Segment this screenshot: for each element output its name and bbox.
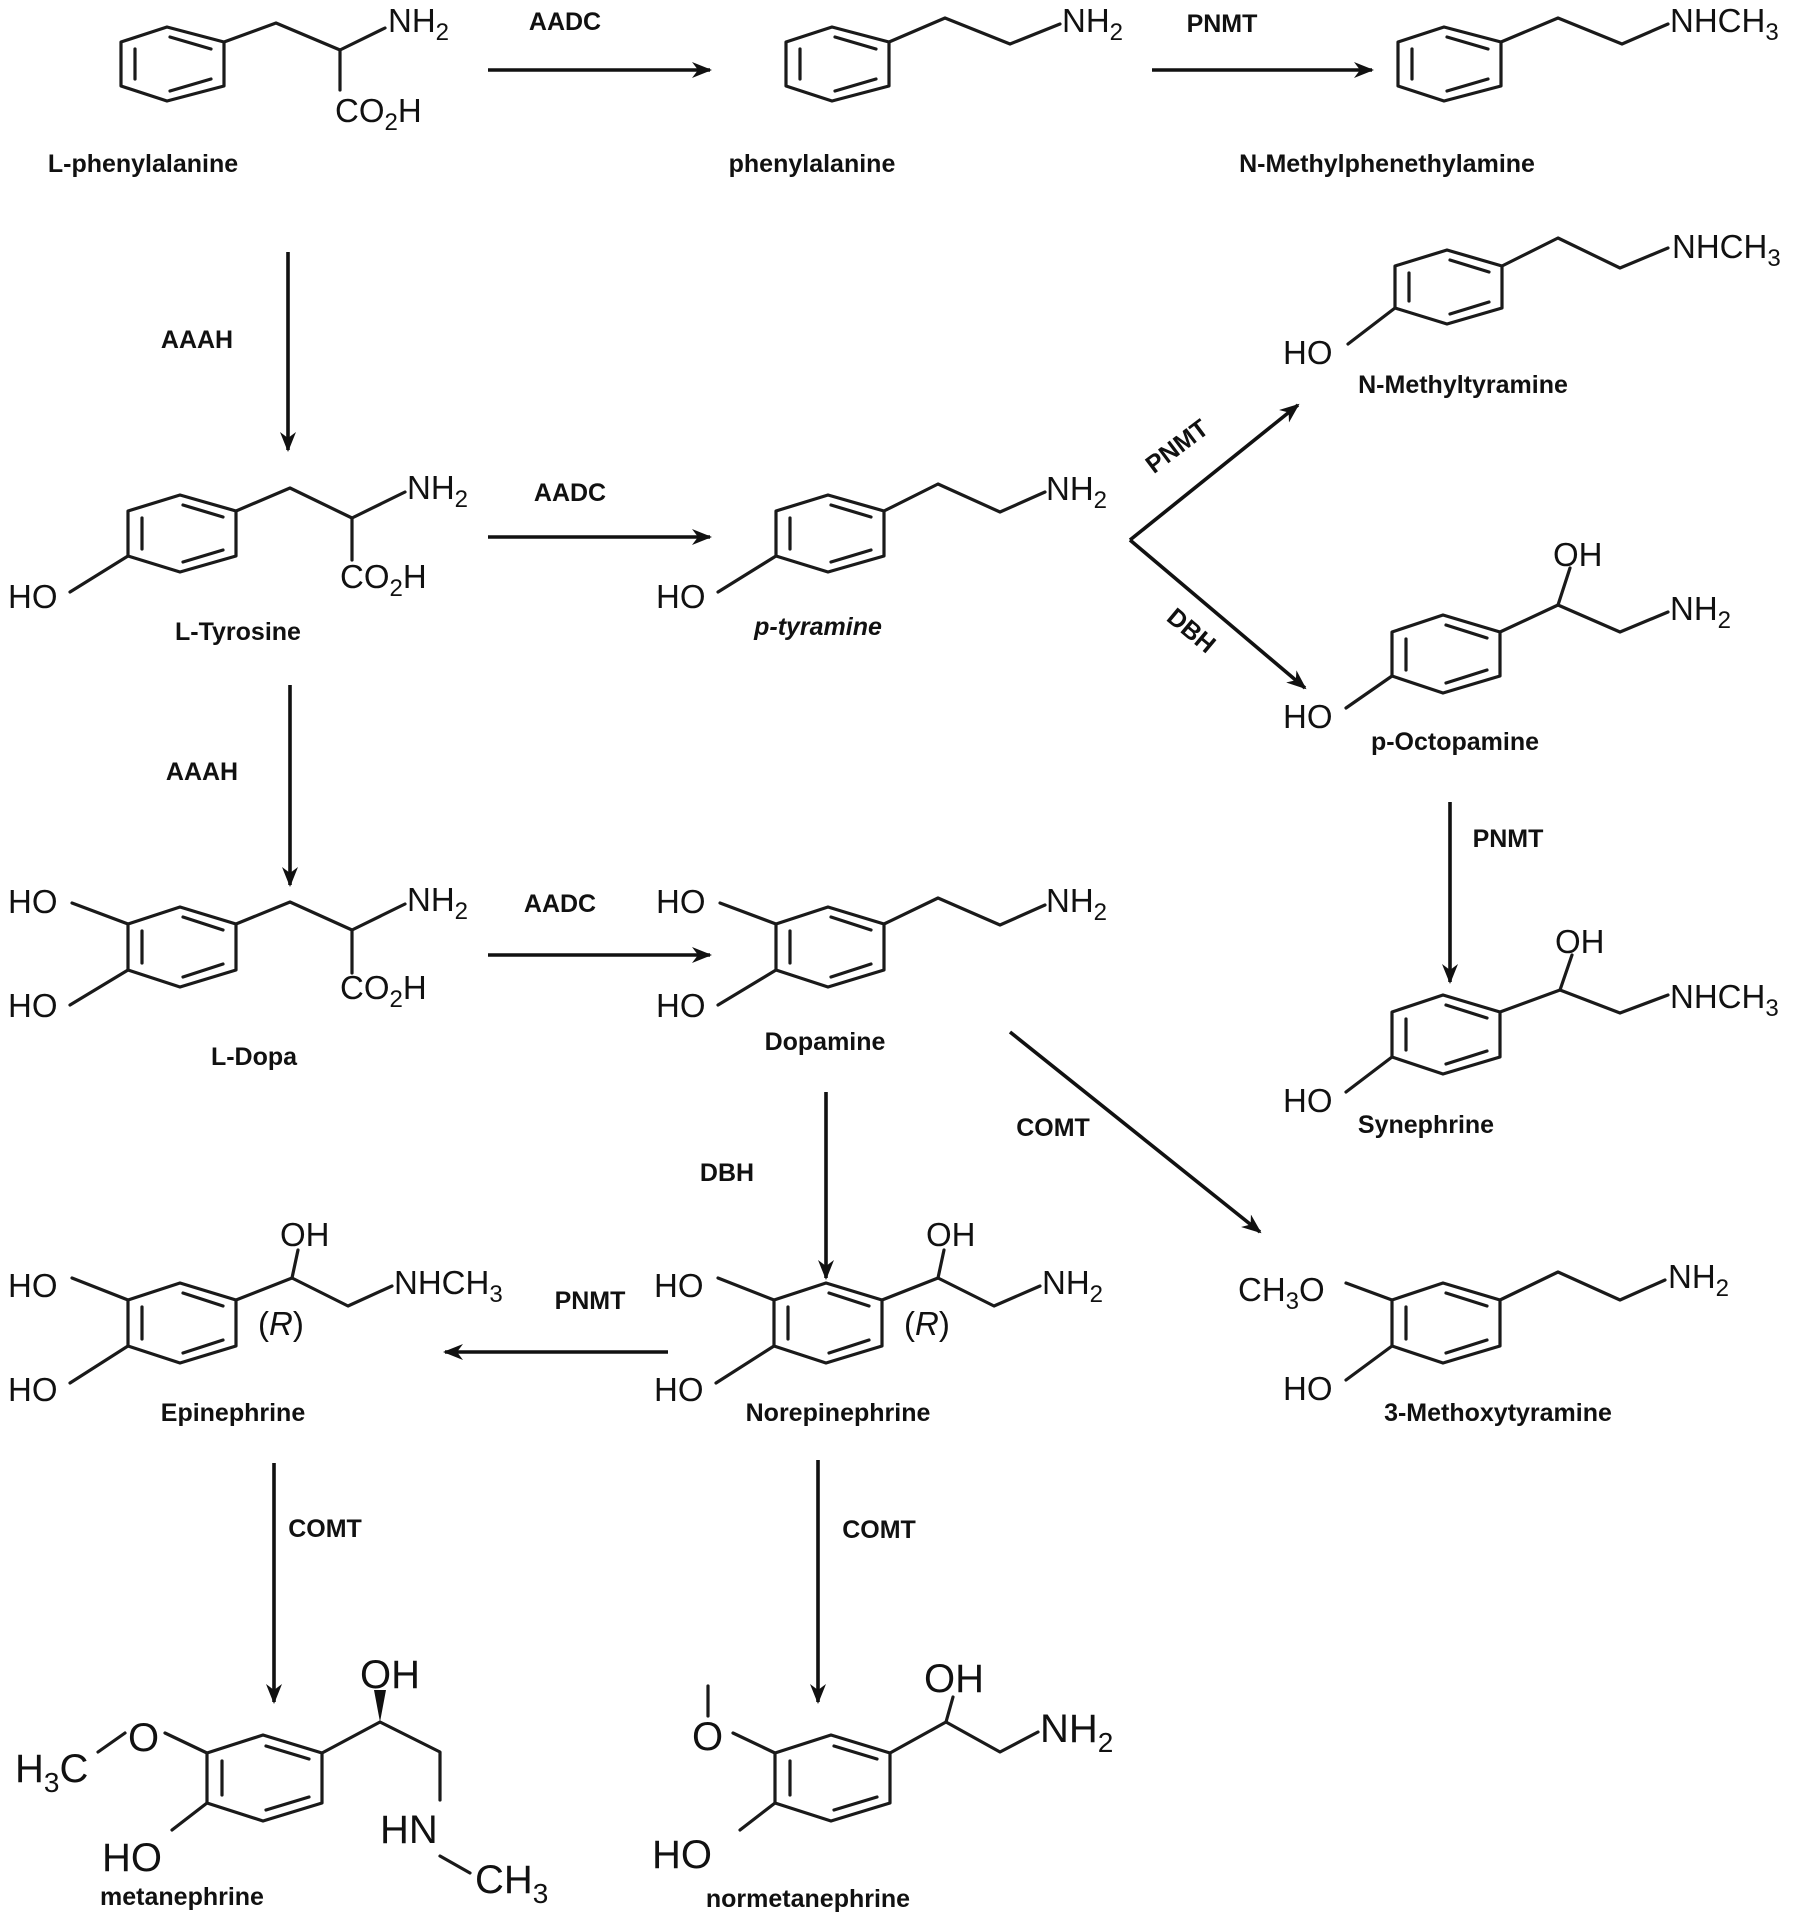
compound-l-tyrosine: NH2 CO2H HO L-Tyrosine <box>8 469 468 646</box>
label-n-methyltyramine: N-Methyltyramine <box>1358 371 1568 399</box>
enzyme-pnmt-4: PNMT <box>555 1287 626 1315</box>
svg-text:HN: HN <box>380 1808 438 1852</box>
svg-text:HO: HO <box>1283 1370 1333 1407</box>
compound-dopamine: NH2 HO HO Dopamine <box>656 882 1107 1056</box>
svg-text:HO: HO <box>8 1371 58 1408</box>
label-norepinephrine: Norepinephrine <box>746 1399 931 1427</box>
svg-text:NH2: NH2 <box>1670 590 1731 634</box>
svg-text:O: O <box>692 1715 723 1759</box>
compound-n-methyltyramine: NHCH3 HO N-Methyltyramine <box>1283 228 1781 399</box>
label-3-methoxytyramine: 3-Methoxytyramine <box>1384 1399 1612 1427</box>
svg-text:H3C: H3C <box>15 1747 88 1798</box>
enzyme-labels: AADC PNMT AAAH AADC PNMT DBH AAAH AADC P… <box>161 8 1544 1544</box>
svg-text:HO: HO <box>656 578 706 615</box>
svg-text:NH2: NH2 <box>1668 1258 1729 1302</box>
enzyme-comt-3: COMT <box>842 1516 916 1544</box>
svg-text:NHCH3: NHCH3 <box>1672 228 1781 272</box>
label-normetanephrine: normetanephrine <box>706 1885 910 1913</box>
svg-text:HO: HO <box>1283 698 1333 735</box>
label-phenylalanine: phenylalanine <box>729 150 896 178</box>
svg-text:CO2H: CO2H <box>340 969 427 1013</box>
label-l-tyrosine: L-Tyrosine <box>175 618 301 646</box>
enzyme-aaah-2: AAAH <box>166 758 238 786</box>
svg-text:NH2: NH2 <box>1042 1264 1103 1308</box>
svg-text:CO2H: CO2H <box>340 558 427 602</box>
compound-p-tyramine: NH2 HO p-tyramine <box>656 470 1107 641</box>
svg-text:OH: OH <box>360 1653 420 1697</box>
enzyme-aaah-1: AAAH <box>161 326 233 354</box>
reaction-arrows <box>266 62 1458 1704</box>
svg-text:NH2: NH2 <box>1046 470 1107 514</box>
svg-text:(R): (R) <box>258 1305 304 1342</box>
svg-text:HO: HO <box>656 987 706 1024</box>
wedge-bond <box>374 1690 386 1722</box>
svg-text:OH: OH <box>1555 923 1605 960</box>
enzyme-aadc-1: AADC <box>529 8 601 36</box>
compound-metanephrine: OH O H3C HN CH3 HO metanephrine <box>15 1653 548 1911</box>
svg-text:NH2: NH2 <box>1040 1707 1113 1758</box>
svg-text:HO: HO <box>654 1267 704 1304</box>
label-metanephrine: metanephrine <box>100 1883 264 1911</box>
enzyme-comt-1: COMT <box>1016 1114 1090 1142</box>
svg-text:NHCH3: NHCH3 <box>1670 978 1779 1022</box>
svg-text:NH2: NH2 <box>388 2 449 46</box>
svg-text:HO: HO <box>8 987 58 1024</box>
svg-text:OH: OH <box>280 1216 330 1253</box>
compound-epinephrine: OH NHCH3 (R) HO HO Epinephrine <box>8 1216 503 1427</box>
label-n-methylphenethylamine: N-Methylphenethylamine <box>1239 150 1535 178</box>
compound-l-dopa: NH2 CO2H HO HO L-Dopa <box>8 881 468 1071</box>
enzyme-dbh-2: DBH <box>700 1159 754 1187</box>
label-synephrine: Synephrine <box>1358 1111 1494 1139</box>
compound-phenylalanine: NH2 phenylalanine <box>729 2 1123 178</box>
label-l-phenylalanine: L-phenylalanine <box>48 150 238 178</box>
label-dopamine: Dopamine <box>765 1028 886 1056</box>
enzyme-comt-2: COMT <box>288 1515 362 1543</box>
enzyme-pnmt-3: PNMT <box>1473 825 1544 853</box>
compound-3-methoxytyramine: CH3O NH2 HO 3-Methoxytyramine <box>1238 1258 1729 1427</box>
svg-text:NHCH3: NHCH3 <box>394 1264 503 1308</box>
label-p-tyramine: p-tyramine <box>753 613 882 641</box>
svg-text:OH: OH <box>1553 536 1603 573</box>
svg-text:O: O <box>128 1716 159 1760</box>
svg-text:HO: HO <box>1283 334 1333 371</box>
compound-p-octopamine: OH NH2 HO p-Octopamine <box>1283 536 1731 756</box>
svg-text:HO: HO <box>8 1267 58 1304</box>
svg-text:HO: HO <box>8 578 58 615</box>
svg-text:HO: HO <box>652 1833 712 1877</box>
compound-norepinephrine: OH NH2 (R) HO HO Norepinephrine <box>654 1216 1103 1427</box>
compound-n-methylphenethylamine: NHCH3 N-Methylphenethylamine <box>1239 2 1779 178</box>
label-l-dopa: L-Dopa <box>211 1043 298 1071</box>
label-epinephrine: Epinephrine <box>161 1399 306 1427</box>
svg-text:HO: HO <box>1283 1082 1333 1119</box>
label-p-octopamine: p-Octopamine <box>1371 728 1539 756</box>
svg-text:HO: HO <box>8 883 58 920</box>
compound-l-phenylalanine: NH2 CO2H L-phenylalanine <box>48 2 449 178</box>
svg-text:HO: HO <box>656 883 706 920</box>
arrow-comt-methoxytyramine <box>1008 1030 1262 1234</box>
enzyme-pnmt-1: PNMT <box>1187 10 1258 38</box>
svg-text:CH3: CH3 <box>475 1858 548 1909</box>
svg-text:OH: OH <box>926 1216 976 1253</box>
svg-text:CH3O: CH3O <box>1238 1271 1325 1315</box>
svg-text:(R): (R) <box>904 1305 950 1342</box>
svg-text:NH2: NH2 <box>407 469 468 513</box>
svg-text:NH2: NH2 <box>407 881 468 925</box>
compound-synephrine: OH NHCH3 HO Synephrine <box>1283 923 1779 1139</box>
svg-text:HO: HO <box>102 1836 162 1880</box>
arrow-pnmt-n-methyltyramine <box>1128 403 1300 542</box>
svg-text:NHCH3: NHCH3 <box>1670 2 1779 46</box>
enzyme-aadc-3: AADC <box>524 890 596 918</box>
svg-text:NH2: NH2 <box>1046 882 1107 926</box>
svg-text:CO2H: CO2H <box>335 92 422 136</box>
svg-text:HO: HO <box>654 1371 704 1408</box>
compound-normetanephrine: OH O NH2 HO normetanephrine <box>652 1657 1113 1913</box>
svg-text:OH: OH <box>924 1657 984 1701</box>
svg-text:NH2: NH2 <box>1062 2 1123 46</box>
arrow-dbh-octopamine <box>1128 538 1307 690</box>
enzyme-pnmt-2: PNMT <box>1140 414 1213 479</box>
enzyme-aadc-2: AADC <box>534 479 606 507</box>
